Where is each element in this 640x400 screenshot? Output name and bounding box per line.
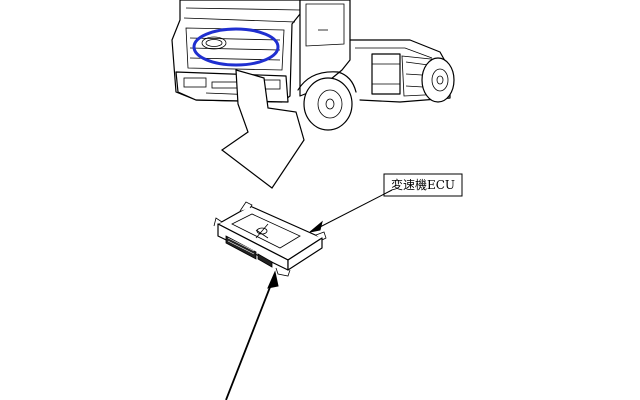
- transmission-ecu: [213, 201, 327, 277]
- ecu-right-face: [287, 237, 323, 271]
- rear-wheel: [421, 57, 455, 103]
- callout-arrowhead: [309, 220, 323, 233]
- callout-leader-line: [317, 189, 393, 229]
- front-wheel: [303, 77, 353, 131]
- outline-down-arrow: [220, 69, 305, 189]
- callout-box: [383, 173, 463, 197]
- grille-highlight-ellipse: [192, 27, 280, 67]
- truck-emblem: [201, 36, 227, 50]
- truck-illustration: [171, 0, 455, 131]
- callout-label: 変速機ECU: [391, 177, 455, 192]
- ecu-connector: [225, 235, 273, 268]
- bottom-leader-arrow: [225, 270, 279, 400]
- fuel-tank: [371, 53, 401, 95]
- ecu-callout: 変速機ECU: [309, 173, 463, 233]
